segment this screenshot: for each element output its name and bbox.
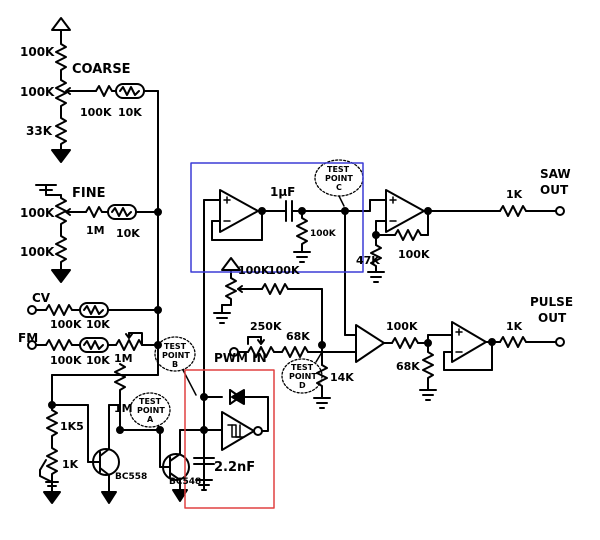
test-point-markers xyxy=(129,159,364,428)
label-q-bc548: BC548 xyxy=(169,477,201,487)
tp-a-line3: A xyxy=(147,415,154,424)
coarse-section xyxy=(51,17,159,163)
fine-section xyxy=(35,184,159,283)
label-pot-1k: 1K xyxy=(62,458,79,471)
label-r-1k5: 1K5 xyxy=(60,420,84,433)
label-r-14k: 14K xyxy=(330,371,354,384)
fm-input xyxy=(27,332,159,353)
label-r-10k-coarse: 10K xyxy=(118,106,142,119)
label-fine: FINE xyxy=(72,186,105,201)
tp-c-line2: POINT xyxy=(325,174,353,183)
cv-input xyxy=(27,302,159,318)
label-r-100k-fb: 100K xyxy=(398,248,430,261)
label-r-1k-pulse: 1K xyxy=(506,320,523,333)
tp-a-line2: POINT xyxy=(137,406,165,415)
tp-b-line2: POINT xyxy=(162,351,190,360)
tp-d-line1: TEST xyxy=(291,363,314,372)
label-r-100k-cv: 100K xyxy=(50,318,82,331)
label-r-100k-pw-b: 100K xyxy=(268,264,300,277)
label-pulse: PULSE xyxy=(530,295,573,309)
label-pwm-in: PWM IN xyxy=(214,351,267,365)
label-r-100k-fine-bottom: 100K xyxy=(20,245,55,259)
label-r-100k-coarse-a: 100K xyxy=(80,106,112,119)
label-pot-100k-coarse: 100K xyxy=(20,85,55,99)
tp-b-line1: TEST xyxy=(164,342,187,351)
label-pot-250k: 250K xyxy=(250,320,282,333)
tp-d-line2: POINT xyxy=(289,372,317,381)
label-pulse-out: OUT xyxy=(538,311,567,325)
label-r-100k-hp: 100K xyxy=(310,229,337,239)
label-r-100k-fm: 100K xyxy=(50,354,82,367)
exponential-converter xyxy=(39,344,205,504)
label-r-47k: 47K xyxy=(356,254,380,267)
label-r-33k: 33K xyxy=(26,124,53,138)
label-r-68k-pulse: 68K xyxy=(396,360,420,373)
label-coarse: COARSE xyxy=(72,62,131,77)
label-pot-100k-fine: 100K xyxy=(20,206,55,220)
pulse-width-section xyxy=(213,257,565,409)
tp-b-line3: B xyxy=(172,360,178,369)
label-r-1m-fine: 1M xyxy=(86,224,105,237)
label-saw-out: OUT xyxy=(540,183,569,197)
tp-d-line3: D xyxy=(299,381,306,390)
oscillator-highlight-box xyxy=(184,369,275,509)
label-c-2n2: 2.2nF xyxy=(214,460,255,475)
core-oscillator xyxy=(193,214,269,491)
label-r-100k-pulse: 100K xyxy=(386,320,418,333)
saw-highlight-box xyxy=(190,162,364,273)
tp-a-line1: TEST xyxy=(139,397,162,406)
label-r-10k-fm: 10K xyxy=(86,354,110,367)
label-r-10k-cv: 10K xyxy=(86,318,110,331)
label-c-1uf: 1µF xyxy=(270,185,295,199)
label-pot-1m-fm: 1M xyxy=(114,352,133,365)
label-r-100k-top: 100K xyxy=(20,45,55,59)
label-r-1m-bias: 1M xyxy=(114,402,133,415)
label-cv: CV xyxy=(32,291,51,305)
label-r-1k-saw: 1K xyxy=(506,188,523,201)
label-q-bc558: BC558 xyxy=(115,472,147,482)
tp-c-line1: TEST xyxy=(327,165,350,174)
tp-c-line3: C xyxy=(336,183,342,192)
label-r-68k-pw: 68K xyxy=(286,330,310,343)
label-fm: FM xyxy=(18,331,38,345)
label-saw: SAW xyxy=(540,167,571,181)
saw-section xyxy=(203,189,565,336)
label-r-10k-fine: 10K xyxy=(116,227,140,240)
label-r-100k-pw-a: 100K xyxy=(238,264,270,277)
